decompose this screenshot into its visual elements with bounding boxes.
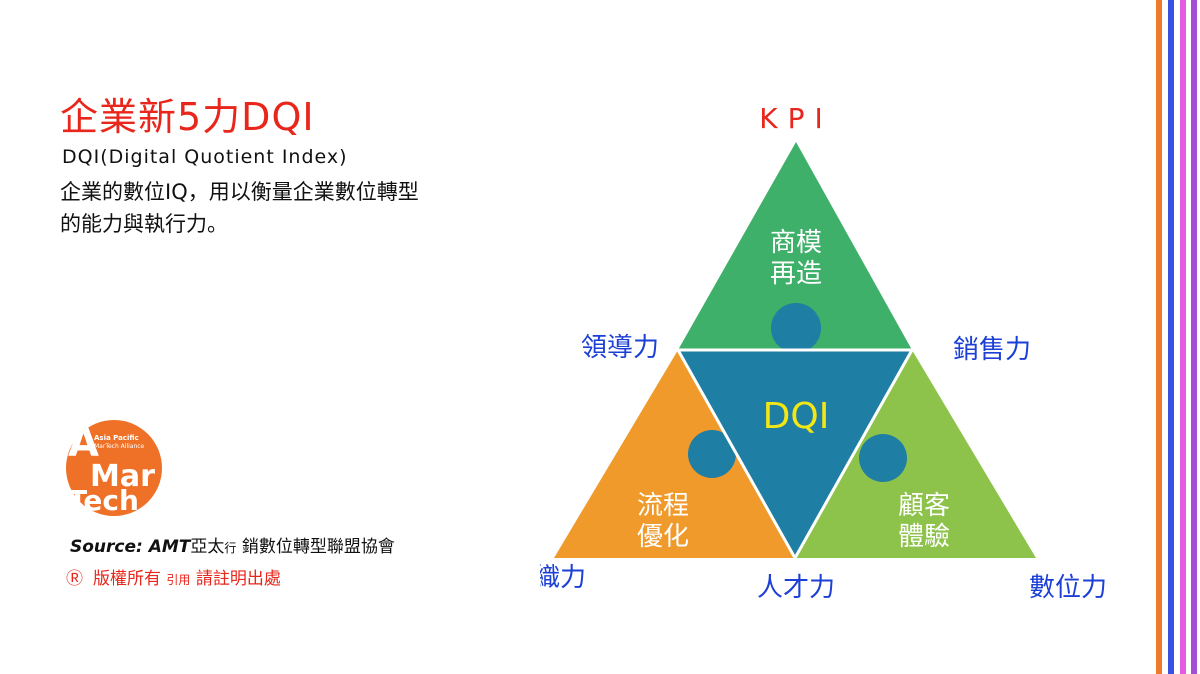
label-bottom-center: 人才力 xyxy=(757,573,835,603)
label-left-line-2: 優化 xyxy=(637,522,689,552)
label-left-line-1: 流程 xyxy=(637,491,689,521)
source-line: Source: AMT亞太行 銷數位轉型聯盟協會 xyxy=(70,532,395,557)
label-left-mid: 領導力 xyxy=(581,333,659,363)
label-right-line-2: 體驗 xyxy=(898,522,950,552)
label-center-dqi: DQI xyxy=(763,396,830,437)
source-prefix: Source: AMT xyxy=(70,537,191,557)
source-small: 行 xyxy=(224,541,237,555)
stripe-pink xyxy=(1180,0,1186,674)
page-title: 企業新5力DQI xyxy=(60,95,315,139)
description-line-2: 的能力與執行力。 xyxy=(60,212,228,236)
seam-lines xyxy=(676,348,914,562)
description: 企業的數位IQ，用以衡量企業數位轉型 的能力與執行力。 xyxy=(60,176,520,240)
dqi-diagram: KPI 領導力 銷售力 組織力 人才力 數位力 商模 再造 DQI 流程 優化 … xyxy=(540,102,1107,603)
stripe-blue xyxy=(1168,0,1174,674)
label-top-line-2: 再造 xyxy=(770,259,822,289)
page-subtitle: DQI(Digital Quotient Index) xyxy=(62,146,348,168)
logo-big-tech: Tech xyxy=(68,484,139,517)
stripe-orange xyxy=(1156,0,1162,674)
knob-right xyxy=(859,434,907,482)
copyright-small: 引用 xyxy=(166,573,191,587)
piece-top xyxy=(678,142,912,350)
logo-big-a: A xyxy=(68,420,99,466)
label-right-line-1: 顧客 xyxy=(898,491,950,521)
label-top-line-1: 商模 xyxy=(770,228,822,258)
copyright-text-1: 版權所有 xyxy=(93,569,167,589)
label-right-mid: 銷售力 xyxy=(953,335,1031,365)
logo-circle xyxy=(66,420,162,516)
piece-center xyxy=(678,350,912,558)
logo-big-mar: Mar xyxy=(90,459,155,494)
label-bottom-left: 組織力 xyxy=(540,563,586,593)
decorative-stripes xyxy=(1156,0,1197,674)
source-org-1: 亞太 xyxy=(190,537,225,557)
logo-text-top: Asia Pacific xyxy=(94,434,139,442)
stripe-purple xyxy=(1191,0,1197,674)
knob-left xyxy=(688,430,736,478)
source-org-2: 銷數位轉型聯盟協會 xyxy=(236,537,395,557)
knob-top xyxy=(771,303,821,353)
registered-icon: Ⓡ xyxy=(66,569,83,589)
description-line-1: 企業的數位IQ，用以衡量企業數位轉型 xyxy=(60,180,419,204)
copyright-text-2: 請註明出處 xyxy=(190,569,281,589)
amt-logo-icon: A Asia Pacific MarTech Alliance Mar Tech xyxy=(66,420,162,517)
piece-left xyxy=(554,350,795,558)
piece-right xyxy=(795,350,1036,558)
label-kpi: KPI xyxy=(759,102,833,135)
logo-text-bottom: MarTech Alliance xyxy=(94,443,145,450)
label-bottom-right: 數位力 xyxy=(1029,573,1107,603)
copyright-line: Ⓡ 版權所有 引用 請註明出處 xyxy=(66,564,281,589)
